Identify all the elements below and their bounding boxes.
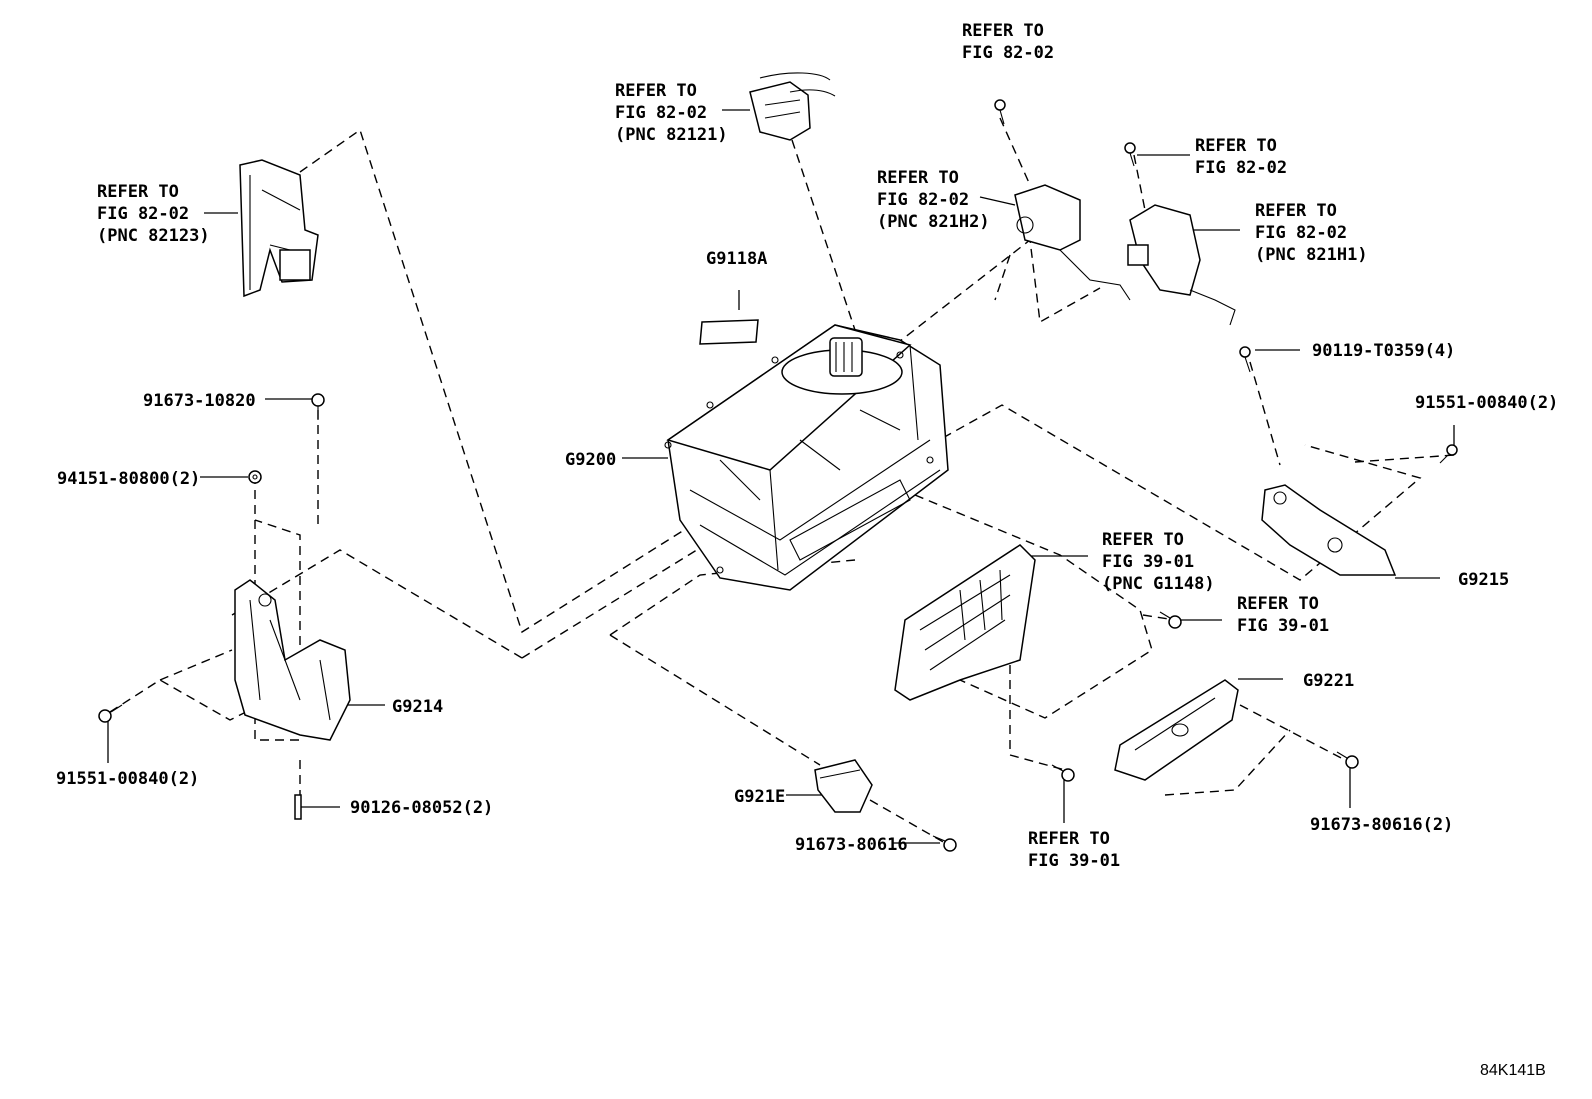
- leader-lines: [107, 109, 1455, 844]
- part-g9215: G9215: [1458, 570, 1509, 590]
- sensor-connector-icon: [1014, 184, 1131, 301]
- cover-g9221-icon: [1114, 679, 1239, 781]
- sensor-harness-icon: [1127, 204, 1236, 326]
- bolt-icon: [1051, 764, 1075, 782]
- part-g921e: G921E: [734, 787, 785, 807]
- ref-39-right-line1: REFER TO: [1237, 594, 1319, 614]
- ref-top-line2: FIG 82-02: [962, 43, 1054, 63]
- ref-82123-line3: (PNC 82123): [97, 226, 210, 246]
- part-94151-80800: 94151-80800(2): [57, 469, 200, 489]
- nut-icon: [248, 470, 262, 484]
- ref-39-bottom-line1: REFER TO: [1028, 829, 1110, 849]
- reference-labels: REFER TO FIG 82-02 (PNC 82123) REFER TO …: [97, 21, 1368, 871]
- ref-right-top-line1: REFER TO: [1195, 136, 1277, 156]
- bracket-g9214-icon: [234, 579, 351, 741]
- stud-icon: [294, 794, 302, 820]
- part-91673-80616: 91673-80616: [795, 835, 908, 855]
- assembly-dashed-lines: [109, 117, 1456, 844]
- ref-82121-line3: (PNC 82121): [615, 125, 728, 145]
- part-90119-t0359: 90119-T0359(4): [1312, 341, 1455, 361]
- bolt-icon: [98, 704, 123, 723]
- bolt-icon: [311, 393, 325, 420]
- ref-right-top-line2: FIG 82-02: [1195, 158, 1287, 178]
- ref-g1148-line2: FIG 39-01: [1102, 552, 1194, 572]
- part-91673-10820: 91673-10820: [143, 391, 256, 411]
- ref-82121-line2: FIG 82-02: [615, 103, 707, 123]
- ref-82123-line1: REFER TO: [97, 182, 179, 202]
- label-plate-icon: [699, 319, 759, 345]
- part-91673-80616-2: 91673-80616(2): [1310, 815, 1453, 835]
- part-g9221: G9221: [1303, 671, 1354, 691]
- ref-top-line1: REFER TO: [962, 21, 1044, 41]
- bolt-icon: [1439, 444, 1458, 464]
- ref-821h1-line3: (PNC 821H1): [1255, 245, 1368, 265]
- part-g9200: G9200: [565, 450, 616, 470]
- part-g9118a: G9118A: [706, 249, 767, 269]
- bracket-g1148-icon: [894, 544, 1036, 701]
- ref-821h2-line1: REFER TO: [877, 168, 959, 188]
- diagram-code: 84K141B: [1480, 1062, 1546, 1079]
- bolt-icon: [1336, 751, 1359, 769]
- ref-g1148-line1: REFER TO: [1102, 530, 1184, 550]
- part-91551-00840-left: 91551-00840(2): [56, 769, 199, 789]
- part-90126-08052: 90126-08052(2): [350, 798, 493, 818]
- ref-82121-line1: REFER TO: [615, 81, 697, 101]
- sensor-bracket-icon: [239, 159, 319, 298]
- ref-821h2-line2: FIG 82-02: [877, 190, 969, 210]
- ref-821h1-line1: REFER TO: [1255, 201, 1337, 221]
- cover-g921e-icon: [814, 759, 873, 813]
- inverter-assembly-icon: [664, 324, 949, 591]
- part-number-labels: G9118A G9200 G9214 G9215 G9221 G921E 916…: [56, 249, 1558, 855]
- connector-icon: [749, 72, 836, 141]
- ref-39-bottom-line2: FIG 39-01: [1028, 851, 1120, 871]
- bolt-icon: [994, 99, 1006, 125]
- bolt-icon: [1159, 611, 1182, 629]
- part-91551-00840-right: 91551-00840(2): [1415, 393, 1558, 413]
- part-g9214: G9214: [392, 697, 443, 717]
- bracket-g9215-icon: [1261, 484, 1397, 576]
- ref-39-right-line2: FIG 39-01: [1237, 616, 1329, 636]
- ref-82123-line2: FIG 82-02: [97, 204, 189, 224]
- ref-821h1-line2: FIG 82-02: [1255, 223, 1347, 243]
- ref-g1148-line3: (PNC G1148): [1102, 574, 1215, 594]
- fasteners: [98, 99, 1458, 852]
- bolt-icon: [1239, 346, 1251, 373]
- bolt-icon: [1124, 142, 1136, 167]
- ref-821h2-line3: (PNC 821H2): [877, 212, 990, 232]
- bolt-icon: [932, 835, 957, 852]
